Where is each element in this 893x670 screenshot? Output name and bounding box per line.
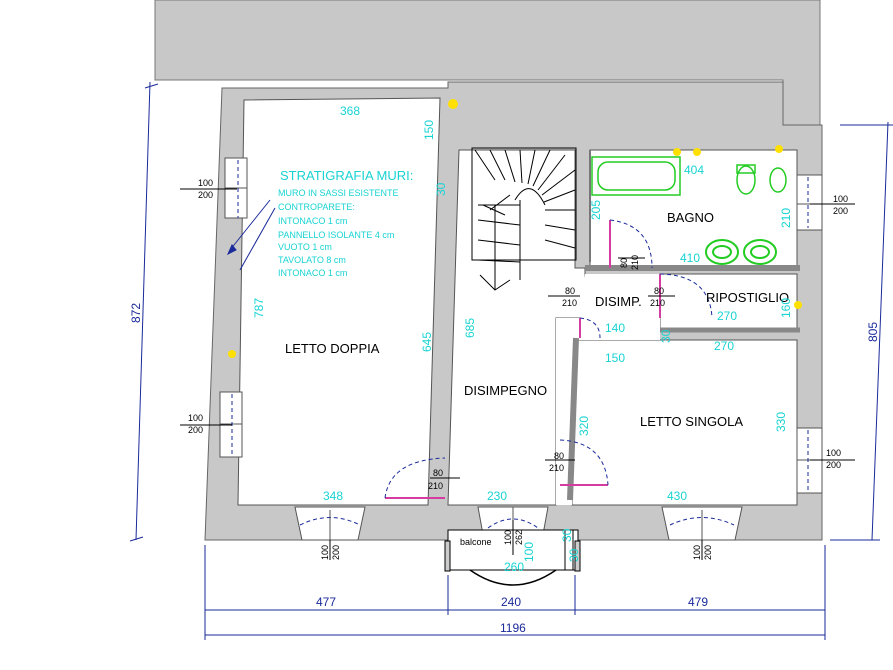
note-line: CONTROPARETE: — [278, 202, 355, 212]
dim-label: 140 — [605, 321, 625, 335]
door-bagno — [609, 219, 653, 269]
dim-label: 30 — [434, 182, 448, 196]
window-size: 200 — [826, 460, 841, 470]
dim-label: 787 — [252, 298, 266, 318]
window-size: 100 — [188, 413, 203, 423]
label-bagno: BAGNO — [667, 210, 714, 225]
bathtub — [591, 156, 681, 196]
dimension-lines — [129, 81, 893, 640]
dim-label: 330 — [774, 412, 788, 432]
overall-dim-bottom-mid: 240 — [501, 595, 521, 609]
dim-label: 30 — [659, 329, 673, 343]
dim-label: 160 — [779, 298, 793, 318]
label-ripostiglio: RIPOSTIGLIO — [706, 290, 789, 305]
label-disimp: DISIMP. — [595, 294, 642, 309]
dim-label: 368 — [340, 104, 360, 118]
dim-label: 410 — [680, 251, 700, 265]
marker-dot — [775, 145, 783, 153]
label-letto-singola: LETTO SINGOLA — [640, 414, 743, 429]
dim-label: 270 — [717, 309, 737, 323]
dim-label: 645 — [420, 332, 434, 352]
door-size: 80 — [433, 468, 443, 478]
window-size: 100 — [826, 448, 841, 458]
window-left-1 — [224, 157, 248, 219]
window-bottom-2 — [661, 506, 743, 541]
door-letto-doppia — [384, 457, 446, 499]
dim-label: 348 — [323, 489, 343, 503]
window-size: 200 — [703, 545, 713, 560]
note-arrows — [226, 199, 276, 271]
dim-label: 260 — [504, 560, 524, 574]
room-letto-doppia — [237, 97, 441, 506]
window-bottom-1 — [294, 506, 366, 541]
window-size: 200 — [331, 545, 341, 560]
overall-dim-total: 1196 — [500, 621, 526, 635]
window-size: 100 — [833, 194, 848, 204]
window-size: 262 — [514, 530, 524, 545]
dim-label: 100 — [522, 542, 536, 562]
room-corridor-link — [556, 318, 660, 505]
staircase — [471, 147, 577, 291]
marker-dot — [228, 350, 236, 358]
toilet — [769, 167, 787, 193]
note-line: MURO IN SASSI ESISTENTE — [278, 188, 399, 198]
window-size: 100 — [692, 545, 702, 560]
note-line: VUOTO 1 cm — [278, 242, 332, 252]
door-size: 80 — [654, 286, 664, 296]
door-letto-singola — [559, 439, 609, 486]
note-title: STRATIGRAFIA MURI: — [280, 168, 413, 183]
dim-label: 30 — [560, 528, 574, 542]
dim-label: 685 — [463, 318, 477, 338]
sink-left — [705, 239, 739, 265]
window-size: 100 — [503, 530, 513, 545]
door-size: 210 — [549, 463, 564, 473]
door-size: 210 — [428, 481, 443, 491]
note-line: INTONACO 1 cm — [278, 216, 347, 226]
dim-label: 205 — [589, 200, 603, 220]
dim-label: 270 — [714, 339, 734, 353]
label-balcone: balcone — [460, 537, 492, 547]
overall-dim-right: 805 — [866, 322, 880, 342]
dim-label: 30 — [567, 548, 581, 562]
dim-label: 210 — [779, 208, 793, 228]
dim-label: 230 — [487, 489, 507, 503]
dim-label: 404 — [684, 163, 704, 177]
marker-dot — [693, 148, 701, 156]
note-line: TAVOLATO 8 cm — [278, 255, 346, 265]
marker-dot — [673, 148, 681, 156]
window-right-2 — [796, 427, 823, 494]
dim-label: 320 — [577, 416, 591, 436]
overall-dim-left: 872 — [129, 303, 143, 323]
door-size: 210 — [630, 255, 640, 270]
window-ticks — [180, 188, 855, 560]
window-size: 100 — [198, 178, 213, 188]
marker-dot — [794, 301, 802, 309]
door-disimp — [579, 317, 601, 339]
window-size: 200 — [833, 206, 848, 216]
dim-label: 150 — [605, 351, 625, 365]
window-size: 200 — [188, 425, 203, 435]
door-size: 80 — [619, 258, 629, 268]
sink-right — [743, 239, 777, 265]
label-disimpegno: DISIMPEGNO — [464, 383, 547, 398]
room-disimp — [580, 274, 660, 318]
note-line: PANNELLO ISOLANTE 4 cm — [278, 230, 394, 240]
door-size: 210 — [650, 298, 665, 308]
overall-dim-bottom-right: 479 — [688, 595, 708, 609]
dim-label: 150 — [422, 120, 436, 140]
label-letto-doppia: LETTO DOPPIA — [285, 341, 380, 356]
window-size: 100 — [320, 545, 330, 560]
window-size: 200 — [198, 190, 213, 200]
overall-dim-bottom-left: 477 — [316, 595, 336, 609]
door-size: 80 — [554, 451, 564, 461]
marker-dot — [448, 99, 458, 109]
note-line: INTONACO 1 cm — [278, 268, 347, 278]
window-right-1 — [796, 174, 823, 231]
door-size: 80 — [565, 286, 575, 296]
door-size: 210 — [562, 298, 577, 308]
dim-label: 430 — [667, 489, 687, 503]
bidet — [736, 164, 756, 195]
